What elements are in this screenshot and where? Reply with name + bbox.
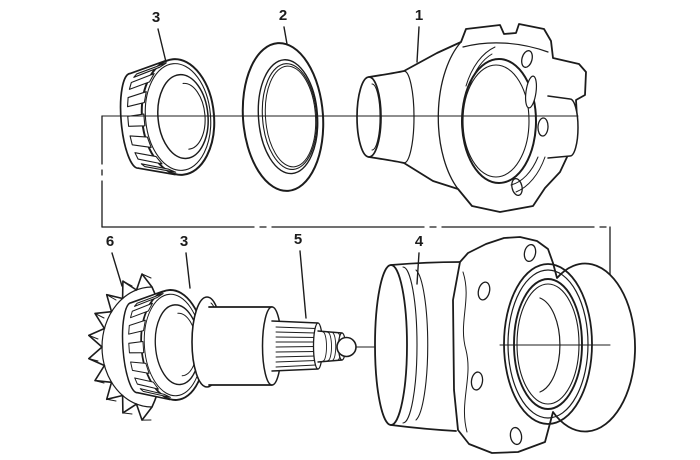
callout-5: 5 xyxy=(294,231,307,319)
callout-4: 4 xyxy=(415,233,424,285)
flange-bore xyxy=(461,58,537,184)
callout-6-label: 6 xyxy=(106,233,114,250)
flange-neck-face xyxy=(356,76,382,158)
callout-4-leader xyxy=(416,252,420,285)
housing-bolt-holes xyxy=(470,243,537,446)
centerlines xyxy=(101,115,611,348)
callout-1: 1 xyxy=(415,7,423,63)
shaft-tip-face xyxy=(336,336,357,358)
flange-slots xyxy=(465,46,546,193)
callout-1-leader xyxy=(416,26,420,63)
pinion-shaft xyxy=(191,296,357,388)
callout-3-rear-leader xyxy=(185,252,191,289)
pinion-flange xyxy=(356,23,587,213)
callout-2-leader xyxy=(283,26,288,45)
callout-3-rear-label: 3 xyxy=(180,233,188,250)
callout-3-front: 3 xyxy=(152,9,167,63)
callout-2: 2 xyxy=(279,7,288,45)
spline-lines xyxy=(275,326,317,368)
spacer-ring xyxy=(241,42,325,192)
callout-3-front-leader xyxy=(157,28,167,63)
callout-5-leader xyxy=(299,250,307,319)
flange-holes xyxy=(511,50,549,197)
callouts: 1 2 3 4 5 6 3 xyxy=(106,7,424,319)
flange-hub xyxy=(547,95,579,159)
callout-3-rear: 3 xyxy=(180,233,191,289)
callout-1-label: 1 xyxy=(415,7,423,24)
callout-3-front-label: 3 xyxy=(152,9,160,26)
callout-6-leader xyxy=(111,252,123,287)
thread-lines xyxy=(322,331,342,362)
gear-teeth-shading xyxy=(88,273,152,421)
callout-5-label: 5 xyxy=(294,231,302,248)
front-tapered-roller-bearing xyxy=(115,55,220,181)
housing-sleeve-face xyxy=(374,264,408,426)
callout-4-label: 4 xyxy=(415,233,424,250)
bearing-housing xyxy=(374,236,636,454)
callout-6: 6 xyxy=(106,233,123,287)
callout-2-label: 2 xyxy=(279,7,287,24)
